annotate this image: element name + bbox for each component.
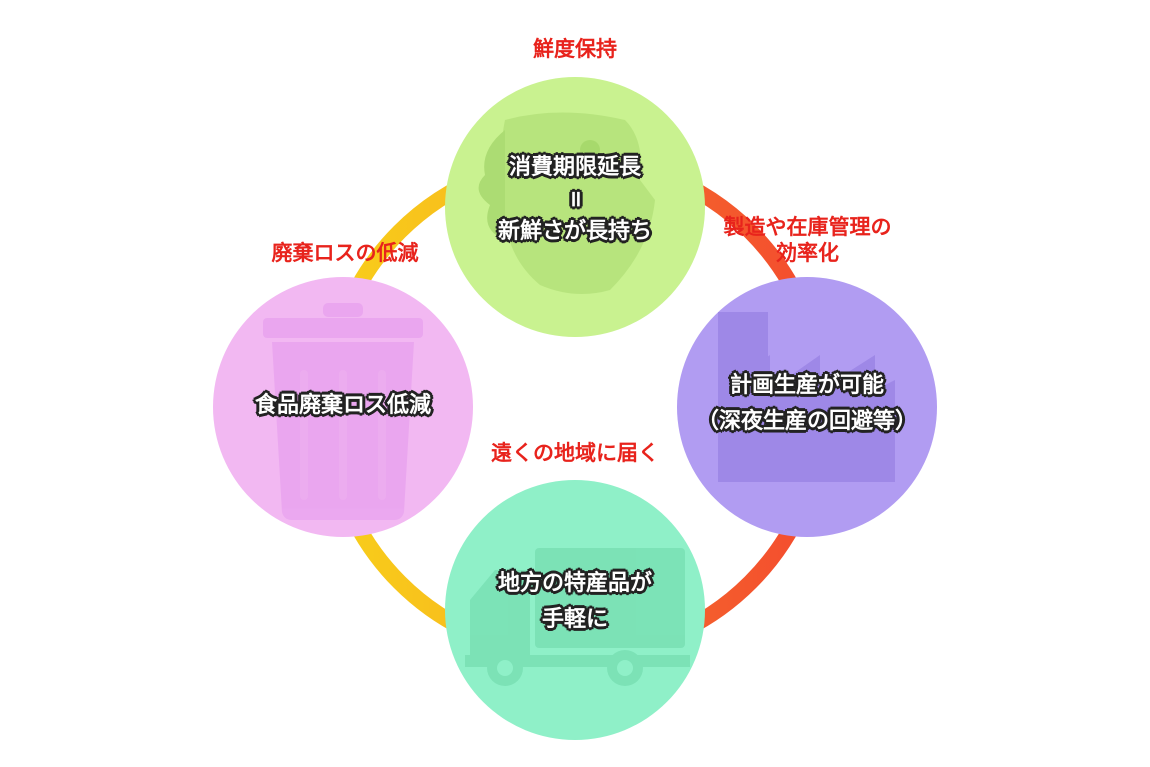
truck-icon (465, 548, 690, 686)
circle-left-line1: 食品廃棄ロス低減 (254, 393, 431, 418)
circle-right-line1: 計画生産が可能 (729, 373, 884, 398)
fish-icon (478, 112, 655, 294)
factory-icon (718, 312, 895, 482)
trash-can-icon (263, 303, 423, 520)
circle-top (445, 77, 705, 337)
circle-right-line2: （深夜生産の回避等） (696, 409, 917, 434)
circle-top-text: 消費期限延長 ॥ 新鮮さが長持ち (455, 150, 695, 250)
circle-top-line2: ॥ (568, 187, 582, 212)
circle-left (213, 277, 473, 537)
circle-bottom-text: 地方の特産品が 手軽に (455, 566, 695, 638)
circle-right (677, 277, 937, 537)
label-efficiency-line2: 効率化 (776, 241, 839, 265)
label-efficiency: 製造や在庫管理の 効率化 (700, 214, 915, 266)
circle-top-line1: 消費期限延長 (508, 155, 641, 180)
circle-top-line3: 新鮮さが長持ち (497, 219, 652, 244)
circle-bottom-line2: 手軽に (541, 607, 608, 632)
circle-bottom (445, 480, 705, 740)
label-far-regions: 遠くの地域に届く (491, 441, 659, 465)
circle-right-text: 計画生産が可能 （深夜生産の回避等） (672, 368, 942, 440)
circle-left-text: 食品廃棄ロス低減 (218, 388, 468, 424)
label-freshness: 鮮度保持 (533, 37, 617, 61)
label-waste-reduction: 廃棄ロスの低減 (271, 241, 419, 265)
label-efficiency-line1: 製造や在庫管理の (723, 215, 892, 239)
circle-bottom-line1: 地方の特産品が (497, 571, 652, 596)
